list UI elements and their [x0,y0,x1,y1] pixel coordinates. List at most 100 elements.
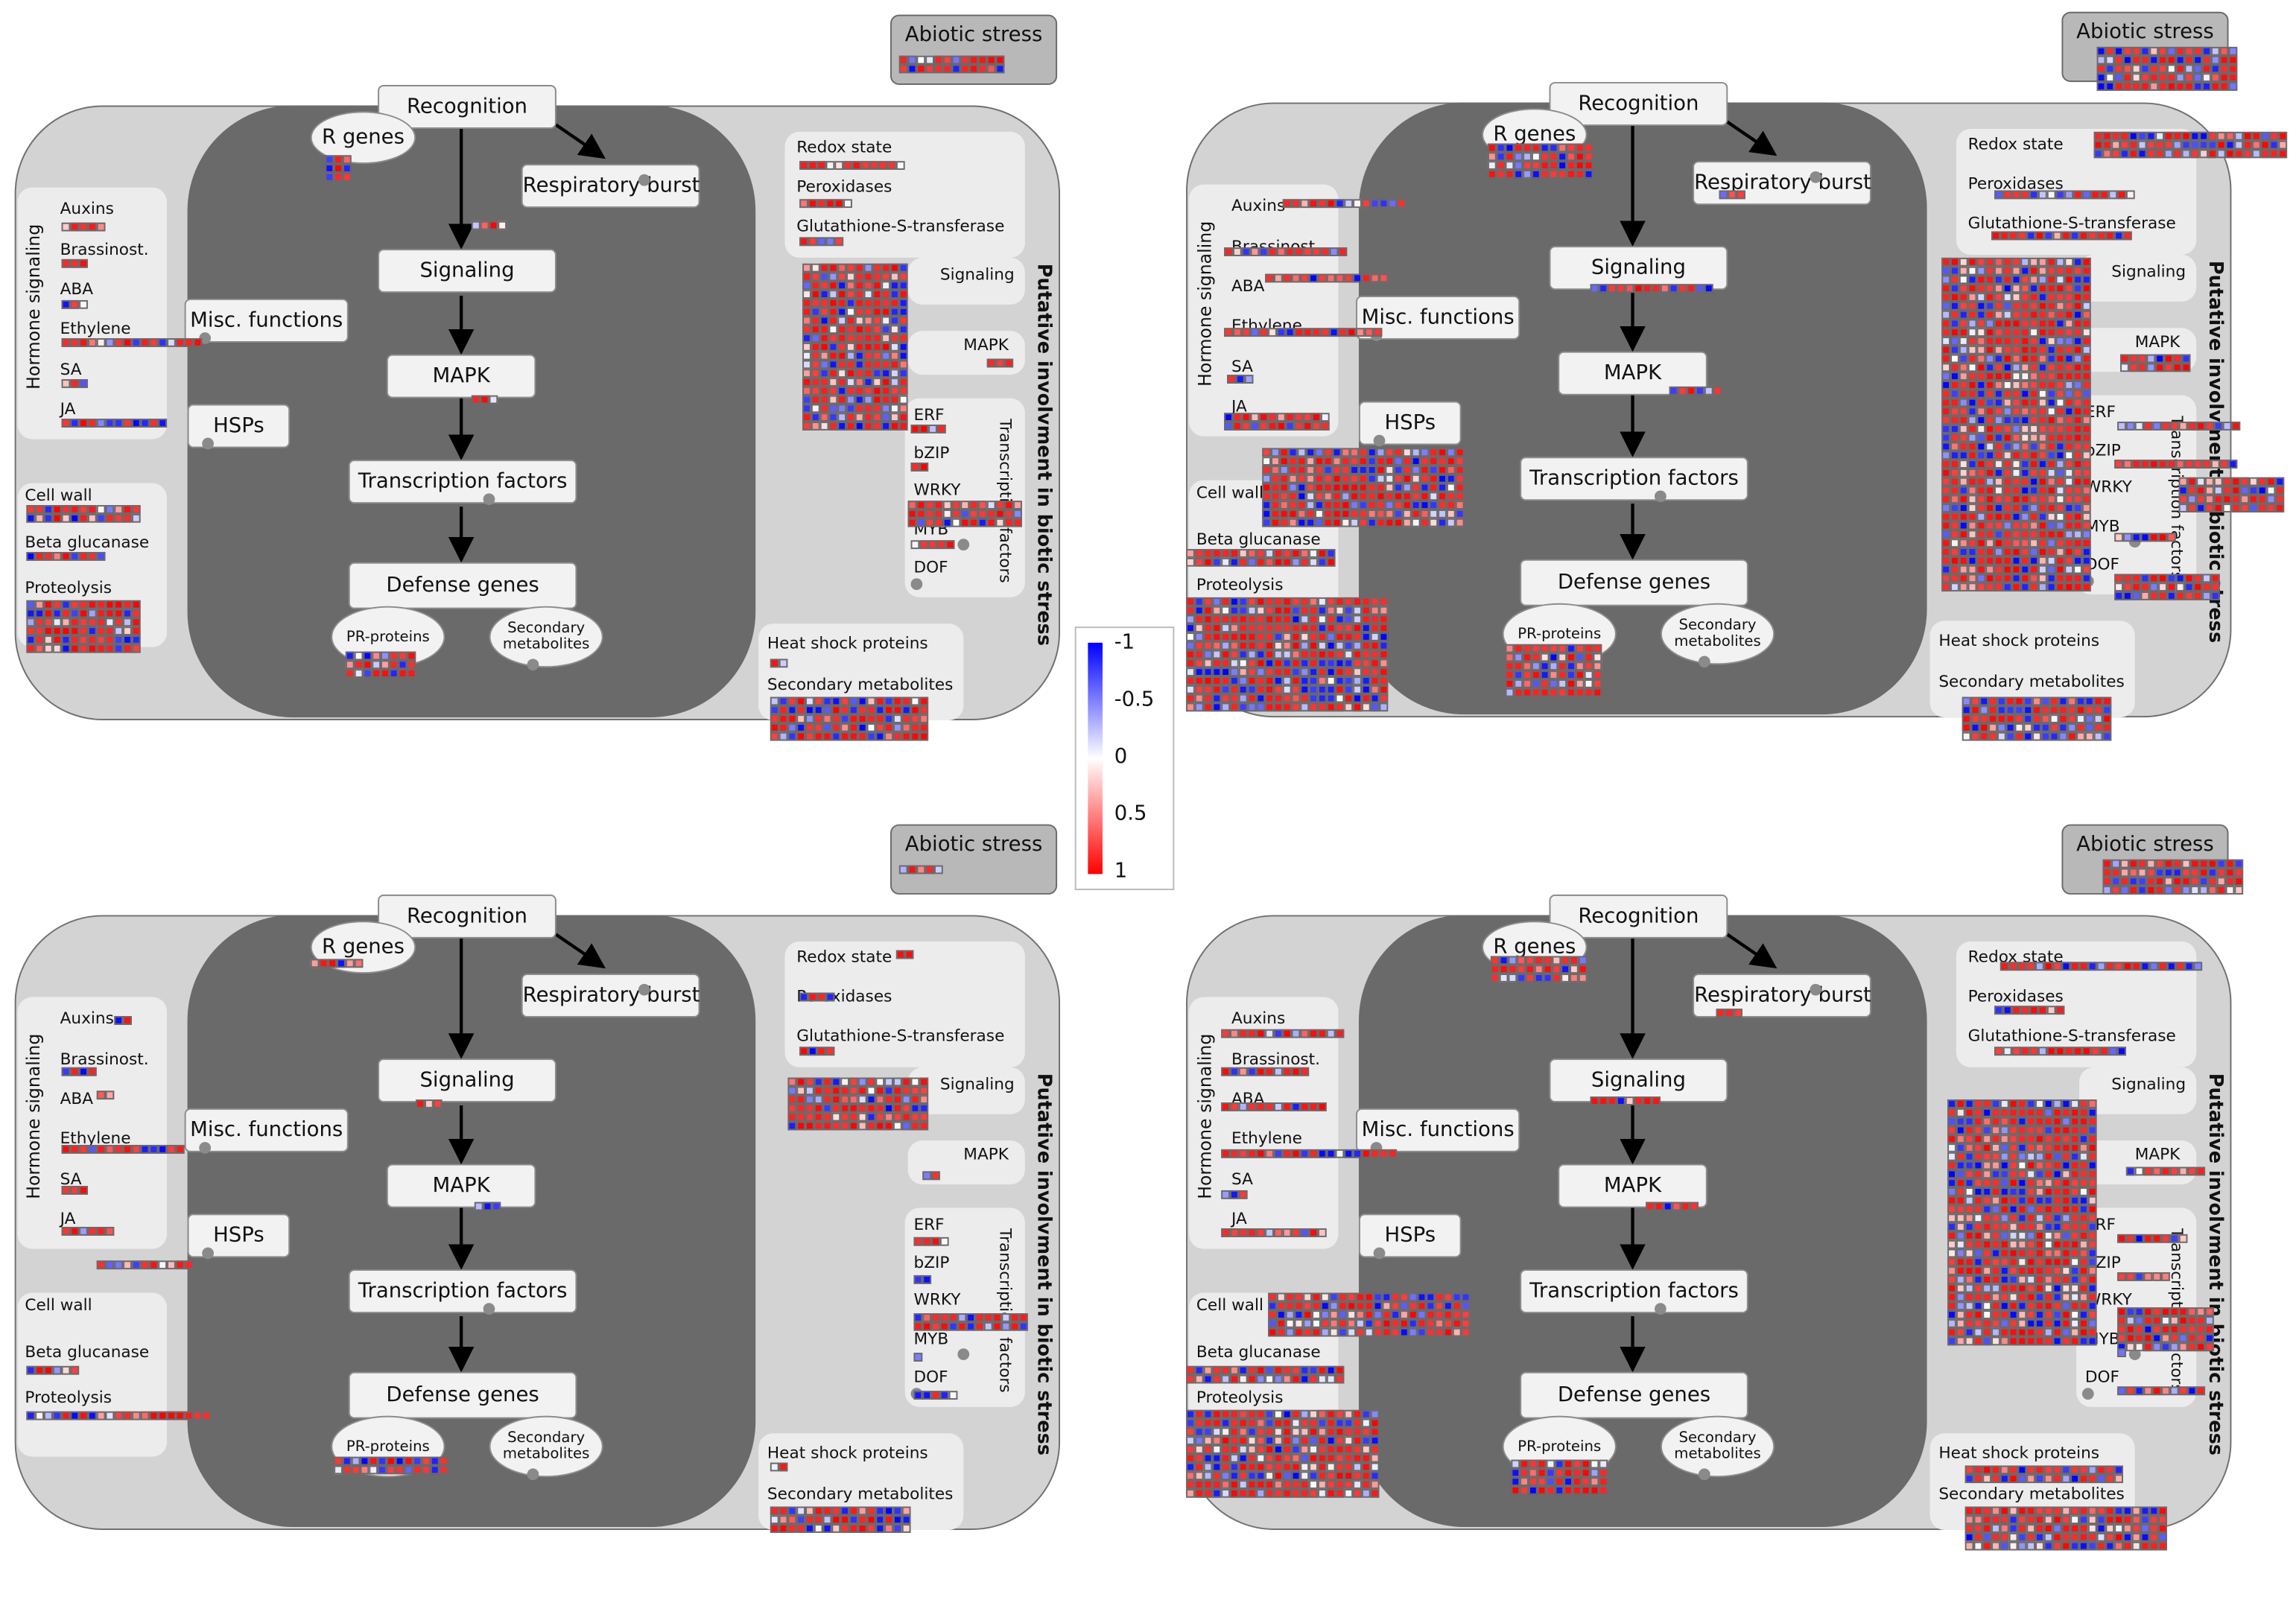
heatmap-cell [1584,688,1593,697]
brassinost-label: Brassinost. [1231,1050,1321,1069]
heatmap-cell [2081,310,2091,320]
heatmap-cell [1221,1436,1231,1445]
heatmap-cell [1988,696,1997,706]
secmet-label: Secondary metabolites [1938,1485,2125,1504]
heatmap-cell [831,1103,841,1113]
heatmap-cell [822,1506,832,1516]
heatmap-cell [1982,1222,1992,1231]
heatmap-cell [2035,1327,2044,1337]
heatmap-cell [1276,1327,1286,1337]
heatmap-cell [1320,1301,1330,1311]
heatmap-cell [1335,1444,1345,1454]
heatmap-cell [2207,877,2217,886]
heatmap-cell [2081,398,2091,407]
heatmap-cell [2102,131,2112,141]
heatmap-cell [1335,667,1345,677]
heatmap-cell [799,992,808,1002]
heatmap-cell [1417,1301,1427,1311]
heatmap-cell [2008,231,2018,241]
heatmap-cell [805,731,814,741]
heatmap-cell [1964,1257,1974,1267]
heatmap-cell [2161,1234,2170,1243]
heatmap-cell [892,1095,902,1104]
heatmap-cell [1455,448,1465,457]
heatmap-cell [2161,1166,2170,1176]
heatmap-cell [2049,723,2059,732]
heatmap-cell [1941,293,1951,302]
heatmap-cell [131,419,141,428]
heatmap-cell [2043,1541,2053,1551]
heatmap-cell [2128,886,2138,895]
heatmap-cell [863,307,873,317]
heatmap-cell [1329,328,1339,337]
heatmap-cell [995,509,1005,518]
secmet-label: Secondary metabolites [767,1485,954,1504]
heatmap-cell [1394,501,1403,509]
heatmap-cell [1329,1301,1339,1311]
heatmap-cell [2043,1196,2053,1205]
heatmap-cell [825,237,835,247]
heatmap-cell [849,705,858,715]
heatmap-cell [2087,1266,2097,1275]
heatmap-cell [1256,1471,1266,1481]
heatmap-cell [2093,731,2103,741]
heatmap-cell [1967,442,1977,451]
heatmap-cell [1265,1436,1274,1445]
heatmap-cell [2152,1315,2162,1325]
heatmap-cell [2079,1222,2088,1231]
heatmap-cell [846,290,855,299]
respiratory-burst-box: Respiratory burst [521,164,700,209]
heatmap-cell [1186,557,1195,567]
heatmap-cell [2035,1336,2044,1346]
transcription-factors-box: Transcription factors [348,460,577,504]
heatmap-cell [1991,1465,2000,1475]
right-mapk-label: MAPK [963,1145,1009,1164]
heatmap-cell [1265,1427,1274,1437]
heatmap-cell [1265,1418,1274,1428]
heatmap-cell [831,1506,841,1516]
heatmap-cell [1247,1149,1257,1158]
heatmap-cell [1634,1096,1643,1105]
heatmap-cell [2000,1134,2009,1144]
heatmap-cell [1265,615,1274,624]
heatmap-cell [2026,1108,2036,1117]
heatmap-cell [2149,82,2159,91]
heatmap-cell [1973,1126,1983,1135]
heatmap-cell [2020,495,2030,504]
heatmap-cell [1572,1477,1582,1486]
heatmap-cell [1973,1196,1983,1205]
heatmap-cell [2058,696,2068,706]
heatmap-cell [2105,55,2115,65]
heatmap-cell [2020,284,2030,293]
heatmap-cell [1317,1418,1327,1428]
heatmap-cell [854,422,864,431]
heatmap-cell [2029,284,2038,293]
misc-functions-box: Misc. functions [1356,1108,1520,1152]
heatmap-cell [43,618,53,627]
heatmap-cell [808,161,817,170]
heatmap-cell [2140,1541,2150,1551]
heatmap-cell [1291,1436,1301,1445]
heatmap-cell [892,731,902,741]
heatmap-cell [2137,363,2147,372]
heatmap-cell [2134,1386,2144,1396]
heatmap-cell [1332,457,1342,466]
heatmap-cell [1964,1465,1974,1475]
heatmap-cell [2011,451,2021,460]
heatmap-cell [2251,131,2261,141]
heatmap-cell [2061,1187,2071,1196]
heatmap-cell [1194,1409,1204,1419]
heatmap-cell [1317,693,1327,703]
heatmap-cell [995,501,1005,509]
heatmap-cell [2102,714,2112,723]
heatmap-cell [325,164,334,173]
heatmap-cell [2002,504,2012,512]
heatmap-cell [854,307,864,317]
heatmap-cell [1373,328,1383,337]
heatmap-cell [1455,509,1465,518]
heatmap-cell [1306,457,1316,466]
heatmap-cell [2140,82,2150,91]
heatmap-cell [2164,886,2173,895]
heatmap-cell [1291,1453,1301,1463]
heatmap-cell [1367,483,1377,492]
